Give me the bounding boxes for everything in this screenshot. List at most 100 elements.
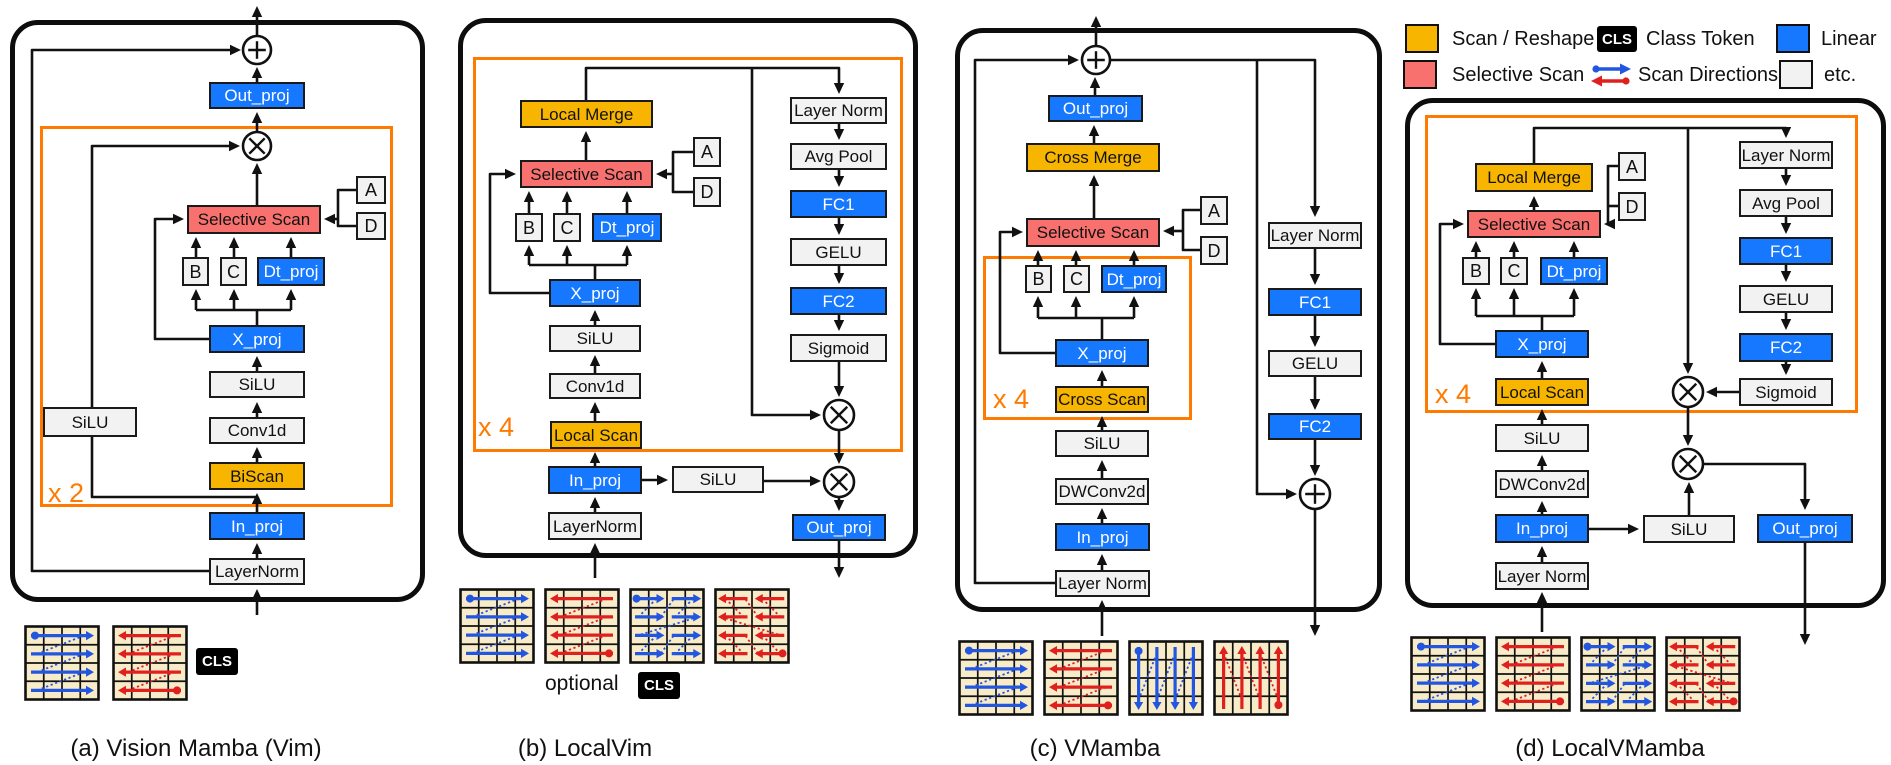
d-local-merge-box: Local Merge (1475, 163, 1593, 192)
c-silu-box: SiLU (1055, 430, 1149, 457)
a-layernorm-box: LayerNorm (209, 558, 305, 585)
c-x-proj-box: X_proj (1055, 339, 1149, 367)
a-biscan-box: BiScan (209, 462, 305, 490)
linear-swatch (1776, 24, 1810, 53)
legend-label-scan-reshape: Scan / Reshape (1452, 28, 1595, 50)
legend-label-linear: Linear (1821, 28, 1877, 50)
legend-label-scan-directions: Scan Directions (1638, 64, 1779, 86)
scan-grid-raster-blue (459, 588, 535, 664)
a-silu-left-box: SiLU (43, 407, 137, 437)
b-local-merge-box: Local Merge (520, 100, 653, 128)
b-local-scan-box: Local Scan (550, 421, 642, 449)
b-dt-proj-box: Dt_proj (592, 213, 662, 242)
d-dwconv2d-box: DWConv2d (1495, 470, 1589, 498)
d-fc2-box: FC2 (1739, 333, 1833, 362)
c-d-param-box: D (1200, 236, 1228, 265)
d-fc1-box: FC1 (1739, 237, 1833, 265)
d-x-proj-box: X_proj (1495, 330, 1589, 358)
b-b-box: B (515, 213, 543, 242)
scan-grid-raster-red (1043, 640, 1119, 716)
scan-grid-raster-red (1495, 636, 1571, 712)
b-gelu-box: GELU (790, 238, 887, 266)
b-layernorm-box: LayerNorm (548, 512, 642, 540)
panel-a-repeat-box (40, 126, 393, 507)
legend-label-etc: etc. (1824, 64, 1857, 86)
b-silu-gate-box: SiLU (672, 466, 764, 493)
panel-b-edges (488, 66, 856, 578)
panel-c-repeat-box (983, 256, 1192, 420)
d-gelu-box: GELU (1739, 285, 1833, 313)
panel-d-repeat-box (1425, 115, 1858, 413)
panel-a-edges (30, 6, 356, 615)
a-selective-scan-box: Selective Scan (187, 205, 321, 234)
b-d-param-box: D (693, 177, 721, 207)
caption-b: (b) LocalVim (517, 735, 653, 762)
etc-swatch (1779, 60, 1813, 89)
a-conv1d-box: Conv1d (209, 417, 305, 444)
panel-c-edges (973, 16, 1332, 636)
panel-a-border (10, 20, 425, 602)
scan-grid-local-red (1665, 636, 1741, 712)
scan-directions-icon (1591, 60, 1631, 90)
d-out-proj-box: Out_proj (1757, 514, 1853, 543)
b-sigmoid-box: Sigmoid (790, 334, 887, 362)
d-dt-proj-box: Dt_proj (1540, 257, 1608, 285)
selective-scan-swatch (1403, 60, 1437, 89)
scan-grid-raster-blue (958, 640, 1034, 716)
a-c-box: C (220, 257, 247, 286)
c-a-param-box: A (1200, 196, 1228, 225)
c-layer-norm-box: Layer Norm (1055, 570, 1150, 597)
d-silu-gate-box: SiLU (1643, 515, 1735, 543)
b-c-box: C (553, 213, 581, 242)
d-d-param-box: D (1618, 192, 1646, 221)
c-gelu-box: GELU (1268, 350, 1362, 377)
a-d-param-box: D (356, 212, 386, 240)
scan-grid-raster-red (112, 625, 188, 701)
b-layer-norm-r-box: Layer Norm (790, 97, 887, 124)
c-cross-merge-box: Cross Merge (1026, 143, 1160, 172)
b-fc1-box: FC1 (790, 190, 887, 218)
c-fc1-box: FC1 (1268, 288, 1362, 316)
caption-d: (d) LocalVMamba (1515, 735, 1705, 762)
b-conv1d-box: Conv1d (549, 373, 641, 399)
legend-label-class-token: Class Token (1646, 28, 1755, 50)
d-selective-scan-box: Selective Scan (1467, 210, 1601, 238)
panel-d-edges (1438, 126, 1811, 645)
c-cross-scan-box: Cross Scan (1055, 386, 1149, 413)
d-avg-pool-box: Avg Pool (1739, 189, 1833, 217)
a-dt-proj-box: Dt_proj (257, 257, 325, 286)
caption-c: (c) VMamba (1029, 735, 1161, 762)
scan-grid-raster-red (544, 588, 620, 664)
scan-grid-raster-blue (1410, 636, 1486, 712)
optional-label-b: optional (545, 672, 619, 695)
cls-chip-a: CLS (196, 648, 238, 675)
legend: Scan / Reshape CLS Class Token Linear Se… (0, 0, 1891, 95)
panel-b-repeat-box (473, 57, 903, 452)
scan-grid-vert-red (1213, 640, 1289, 716)
b-silu-box: SiLU (549, 325, 641, 352)
c-out-proj-box: Out_proj (1048, 95, 1143, 122)
legend-label-selective-scan: Selective Scan (1452, 64, 1585, 86)
multiplier-d: x 4 (1435, 379, 1472, 409)
panel-b-border (458, 18, 918, 558)
a-out-proj-box: Out_proj (209, 82, 305, 109)
c-selective-scan-box: Selective Scan (1026, 218, 1160, 247)
a-in-proj-box: In_proj (209, 512, 305, 540)
scan-grid-vert-blue (1128, 640, 1204, 716)
multiplier-b: x 4 (478, 412, 515, 442)
scan-grid-raster-blue (24, 625, 100, 701)
b-in-proj-box: In_proj (548, 466, 642, 494)
scan-reshape-swatch (1405, 24, 1439, 53)
a-silu-box: SiLU (209, 371, 305, 398)
a-b-box: B (182, 257, 209, 286)
cls-token-chip: CLS (1597, 26, 1637, 52)
scan-grid-local-blue (1580, 636, 1656, 712)
d-layer-norm-box: Layer Norm (1495, 562, 1589, 590)
cls-chip-b: CLS (638, 672, 680, 699)
multiplier-a: x 2 (48, 478, 85, 508)
c-dwconv2d-box: DWConv2d (1055, 478, 1149, 505)
d-sigmoid-box: Sigmoid (1739, 378, 1833, 406)
d-layer-norm-r-box: Layer Norm (1739, 141, 1833, 169)
a-a-param-box: A (356, 176, 386, 204)
d-in-proj-box: In_proj (1495, 514, 1589, 543)
